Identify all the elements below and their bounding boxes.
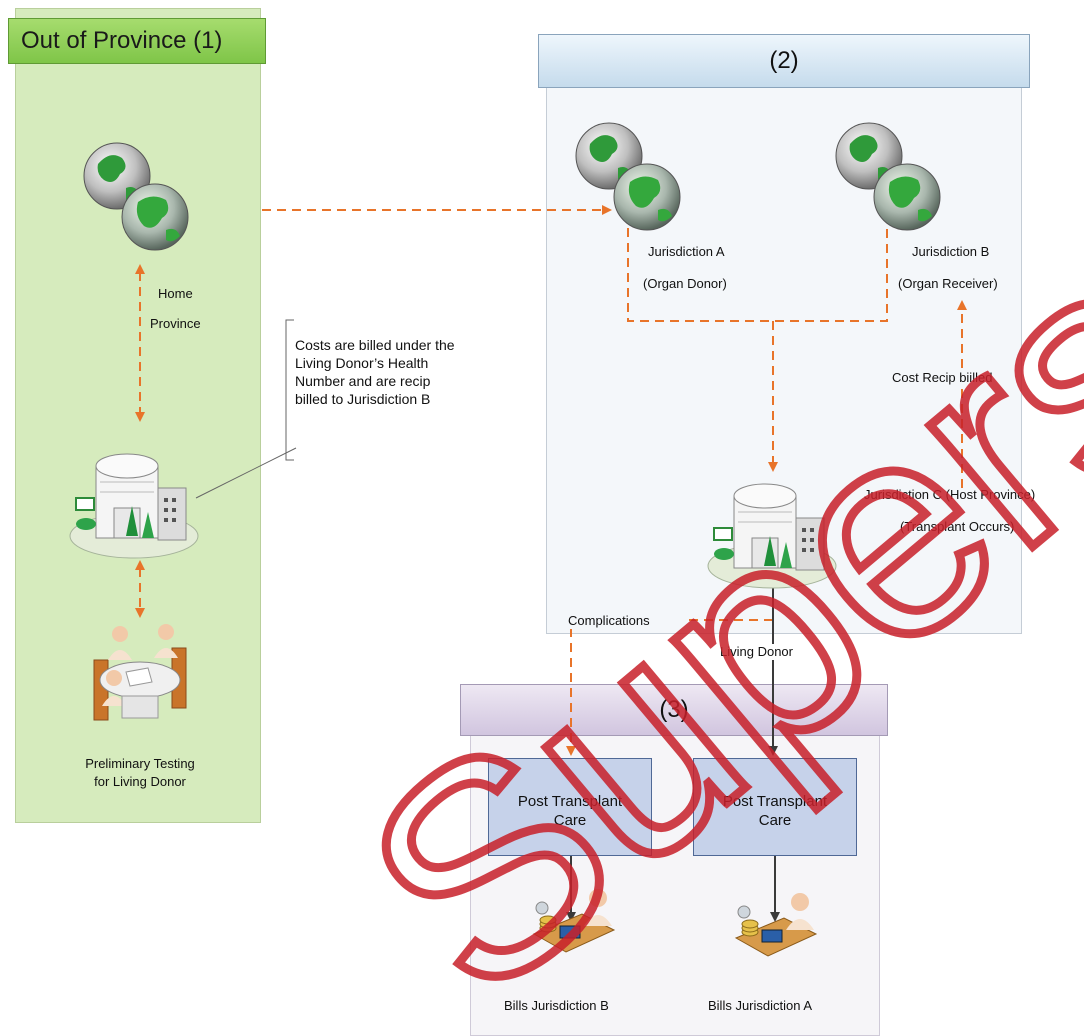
billing-note-callout-line	[195, 447, 297, 499]
billing-desk-icon	[532, 889, 616, 953]
home-province-label-line2: Province	[150, 316, 201, 331]
jurisdiction-c-label: Jurisdiction C (Host Province)	[864, 487, 1036, 502]
organ-receiver-label: (Organ Receiver)	[898, 276, 998, 291]
bills-jurisdiction-b-label: Bills Jurisdiction B	[504, 998, 609, 1013]
living-donor-label: Living Donor	[720, 644, 793, 660]
care-box-1-line1: Post Transplant	[517, 793, 623, 810]
jurisdictions-merge-connector	[627, 228, 888, 322]
post-care-title: (3)	[460, 684, 888, 736]
post-transplant-care-box-2: Post Transplant Care	[693, 758, 857, 856]
jurisdiction-a-globe-icon	[575, 122, 681, 231]
hospital-building-icon	[69, 453, 199, 559]
home-province-label-line1: Home	[158, 286, 193, 301]
billing-note-line4: billed to Jurisdiction B	[295, 391, 431, 407]
cost-recip-label: Cost Recip biilled	[892, 370, 993, 386]
billing-note-line3: Number and are recip	[295, 373, 431, 389]
preliminary-testing-line1: Preliminary Testing	[85, 756, 195, 771]
jurisdiction-b-globe-icon	[835, 122, 941, 231]
globe-icon	[83, 142, 189, 251]
billing-desk-icon-2	[734, 893, 818, 957]
billing-note-bracket	[285, 319, 294, 461]
host-province-title: (2)	[538, 34, 1030, 88]
care-box-1-line2: Care	[553, 812, 587, 829]
jurisdiction-b-label: Jurisdiction B	[912, 244, 990, 259]
post-care-panel	[470, 696, 880, 1036]
care-box-2-line2: Care	[758, 812, 792, 829]
billing-note-line2: Living Donor’s Health	[295, 355, 429, 371]
meeting-table-icon	[93, 624, 187, 721]
out-of-province-title: Out of Province (1)	[8, 18, 266, 64]
host-hospital-building-icon	[707, 483, 837, 589]
preliminary-testing-line2: for Living Donor	[94, 774, 186, 789]
post-transplant-care-box-1: Post Transplant Care	[488, 758, 652, 856]
transplant-occurs-label: (Transplant Occurs)	[900, 519, 1015, 534]
jurisdiction-a-label: Jurisdiction A	[648, 244, 725, 259]
complications-label: Complications	[568, 613, 650, 629]
bills-jurisdiction-a-label: Bills Jurisdiction A	[708, 998, 813, 1013]
billing-note-line1: Costs are billed under the	[295, 337, 455, 353]
organ-donor-label: (Organ Donor)	[643, 276, 727, 291]
care-box-2-line1: Post Transplant	[722, 793, 828, 810]
